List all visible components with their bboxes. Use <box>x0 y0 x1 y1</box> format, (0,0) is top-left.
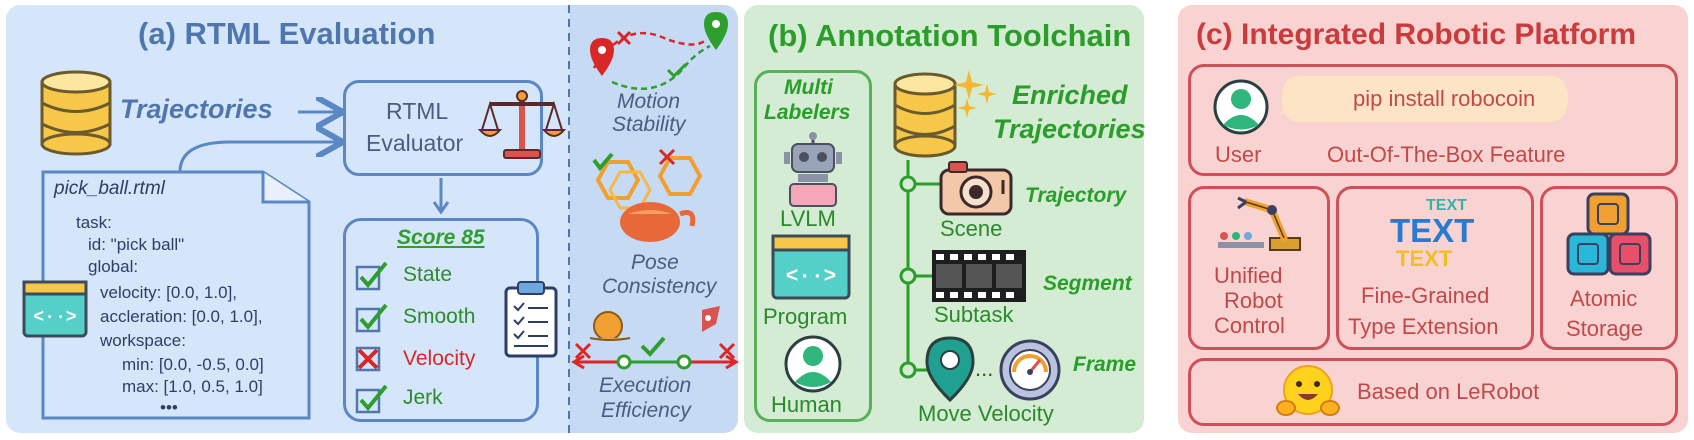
user-feature-box <box>1188 64 1678 176</box>
code-line: workspace: <box>100 331 186 350</box>
speedometer-icon <box>999 339 1061 401</box>
caption-subtask: Subtask <box>934 302 1014 327</box>
robot-arm-icon <box>1218 196 1301 251</box>
multi-labelers-line1: Multi <box>784 76 833 99</box>
user-icon <box>784 335 842 393</box>
metric-pose-line2: Consistency <box>602 275 717 298</box>
evaluator-label-line1: RTML <box>386 98 449 124</box>
check-label-smooth: Smooth <box>403 305 476 328</box>
card3-line2: Storage <box>1566 316 1644 341</box>
labeler-program: Program <box>763 304 848 329</box>
metric-execution-line1: Execution <box>599 374 692 397</box>
labeler-lvlm: LVLM <box>780 206 836 231</box>
database-icon <box>40 70 112 156</box>
code-line: accleration: [0.0, 1.0], <box>100 307 263 326</box>
score-title: Score 85 <box>397 226 485 249</box>
metric-pose-line1: Pose <box>631 251 679 274</box>
panel-c-title: (c) Integrated Robotic Platform <box>1196 18 1637 51</box>
enriched-line2: Trajectories <box>993 114 1146 144</box>
metric-execution-line2: Efficiency <box>601 399 691 422</box>
atomic-storage-card <box>1540 186 1678 350</box>
user-label: User <box>1215 142 1262 167</box>
card1-line3: Control <box>1214 313 1285 338</box>
code-line: velocity: [0.0, 1.0], <box>100 283 238 302</box>
code-line: ••• <box>160 398 178 417</box>
labeler-human: Human <box>771 392 842 417</box>
card1-line1: Unified <box>1214 263 1283 288</box>
text-small: TEXT <box>1426 197 1467 214</box>
sparkle-icon <box>954 70 997 118</box>
based-on-lerobot: Based on LeRobot <box>1357 379 1540 404</box>
unified-robot-control-card <box>1188 186 1330 350</box>
metric-motion-line2: Stability <box>612 113 686 136</box>
svg-text:<··>: <··> <box>786 266 836 289</box>
robot-icon <box>784 132 842 207</box>
rtml-evaluator-box <box>343 80 543 176</box>
card1-line2: Robot <box>1224 288 1283 313</box>
check-icon <box>355 384 388 414</box>
teapot-icon <box>592 148 703 242</box>
code-window-icon: <··> <box>771 234 851 300</box>
check-label-jerk: Jerk <box>403 386 443 409</box>
svg-text:<··>: <··> <box>33 308 76 328</box>
metric-motion-line1: Motion <box>617 90 681 113</box>
check-icon <box>355 303 388 333</box>
speech-bubble <box>1280 76 1568 122</box>
code-window-icon: <··> <box>22 280 88 338</box>
card3-line1: Atomic <box>1570 286 1638 311</box>
card2-line2: Type Extension <box>1348 314 1499 339</box>
clipboard-icon <box>504 281 558 358</box>
card2-line1: Fine-Grained <box>1361 283 1490 308</box>
rtml-file-document <box>41 170 311 420</box>
cross-icon <box>355 346 381 372</box>
caption-scene: Scene <box>940 216 1003 241</box>
lerobot-base-box <box>1188 358 1678 426</box>
multi-labelers-box <box>754 70 872 422</box>
code-line: min: [0.0, -0.5, 0.0] <box>122 355 264 374</box>
rtml-file-name: pick_ball.rtml <box>54 178 165 199</box>
type-extension-card <box>1336 186 1534 350</box>
trajectories-label: Trajectories <box>120 94 273 124</box>
check-label-state: State <box>403 263 453 286</box>
code-line: task: <box>76 213 112 232</box>
map-pin-icon <box>925 336 975 403</box>
motion-stability-illustration <box>590 12 728 90</box>
check-icon <box>355 261 388 291</box>
check-label-velocity: Velocity <box>403 347 476 370</box>
database-icon <box>893 72 957 158</box>
camera-icon <box>939 161 1013 216</box>
user-icon <box>1213 79 1269 135</box>
text-mid: TEXT <box>1396 246 1453 271</box>
text-big: TEXT <box>1390 212 1475 249</box>
multi-labelers-line2: Labelers <box>764 101 851 124</box>
ellipsis: ... <box>975 356 994 381</box>
level-trajectory: Trajectory <box>1025 184 1127 207</box>
caption-move-velocity: Move Velocity <box>918 401 1054 426</box>
execution-efficiency-illustration <box>571 306 739 370</box>
blocks-icon <box>1566 192 1652 276</box>
down-arrow <box>432 178 450 215</box>
code-line: max: [1.0, 0.5, 1.0] <box>122 377 263 396</box>
scale-icon <box>477 90 567 159</box>
hugging-face-icon <box>1276 365 1340 416</box>
film-strip-icon <box>932 250 1026 302</box>
dashed-divider <box>568 5 570 433</box>
out-of-box-feature: Out-Of-The-Box Feature <box>1327 142 1566 167</box>
panel-b-title: (b) Annotation Toolchain <box>768 18 1132 53</box>
evaluator-label-line2: Evaluator <box>366 130 464 156</box>
flow-arrows <box>178 100 370 173</box>
panel-a-title: (a) RTML Evaluation <box>138 16 436 51</box>
code-line: global: <box>88 257 139 276</box>
pip-command: pip install robocoin <box>1353 86 1536 111</box>
enriched-line1: Enriched <box>1012 80 1128 110</box>
level-frame: Frame <box>1073 353 1137 376</box>
level-segment: Segment <box>1043 272 1132 295</box>
code-line: id: "pick ball" <box>88 235 185 254</box>
